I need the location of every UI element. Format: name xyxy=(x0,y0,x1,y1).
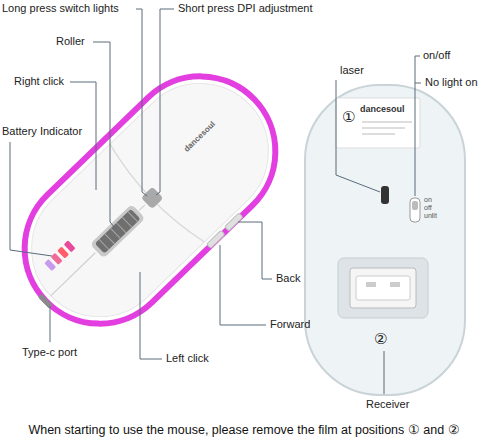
brand-logo: dancesoul xyxy=(360,104,405,115)
callout-label: Right click xyxy=(14,75,64,88)
callout-label: Left click xyxy=(166,352,209,365)
callout-label: Roller xyxy=(56,35,85,48)
mouse-top xyxy=(0,45,308,358)
switch-label: off xyxy=(424,204,432,212)
leader-lines xyxy=(10,9,421,394)
callout-label: Receiver xyxy=(366,398,409,411)
mouse-bottom xyxy=(305,85,465,395)
callout-number: ① xyxy=(342,108,355,126)
caption: When starting to use the mouse, please r… xyxy=(0,422,488,437)
callout-label: on/off xyxy=(423,49,450,62)
switch-label: on xyxy=(424,196,432,204)
callout-label: laser xyxy=(340,64,364,77)
callout-number: ② xyxy=(374,330,387,348)
brand-logo: dancesoul xyxy=(182,120,217,154)
callout-label: Short press DPI adjustment xyxy=(178,2,313,15)
switch-label: unlit xyxy=(424,212,437,220)
callout-label: No light on xyxy=(425,76,478,89)
callout-label: Battery Indicator xyxy=(2,125,82,138)
callout-label: Type-c port xyxy=(22,346,77,359)
callout-label: Long press switch lights xyxy=(2,2,119,15)
callout-label: Back xyxy=(276,272,300,285)
callout-label: Forward xyxy=(270,318,310,331)
